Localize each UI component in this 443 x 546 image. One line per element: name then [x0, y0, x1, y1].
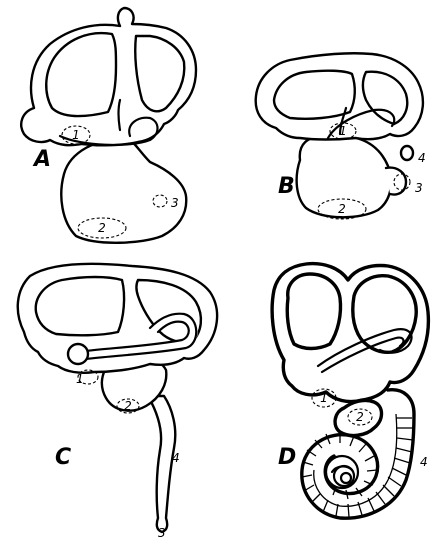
panel-d-canal-window-left — [287, 274, 340, 349]
panel-c: C 1 2 3 4 — [18, 264, 217, 540]
panel-b-number-2: 2 — [338, 202, 346, 216]
panel-b-number-3: 3 — [415, 181, 423, 195]
panel-c-number-1: 1 — [76, 372, 84, 386]
panel-c-number-3: 3 — [158, 526, 166, 540]
panel-c-ampulla — [68, 344, 88, 364]
panel-a: A 1 2 3 — [21, 8, 196, 243]
panel-d-label: D — [278, 445, 296, 470]
panel-b: B 1 2 3 4 — [256, 53, 426, 219]
panel-c-number-4: 4 — [172, 451, 180, 465]
panel-a-number-2: 2 — [98, 221, 106, 235]
panel-d: D 1 2 4 — [272, 264, 428, 519]
panel-a-label: A — [32, 147, 51, 172]
panel-b-label: B — [278, 174, 295, 199]
panel-d-number-2: 2 — [356, 410, 364, 424]
panel-d-number-4: 4 — [420, 455, 428, 469]
panel-c-label: C — [55, 445, 71, 470]
panel-a-saccule — [61, 138, 186, 243]
panel-a-number-3: 3 — [171, 196, 179, 210]
panel-b-number-4: 4 — [418, 151, 426, 165]
panel-c-number-2: 2 — [124, 399, 132, 413]
panel-b-number-1: 1 — [339, 124, 347, 138]
panel-a-number-1: 1 — [72, 128, 80, 142]
panel-d-number-1: 1 — [320, 391, 328, 405]
panel-c-canal-window-left — [36, 277, 124, 335]
panel-b-ring — [401, 146, 413, 160]
